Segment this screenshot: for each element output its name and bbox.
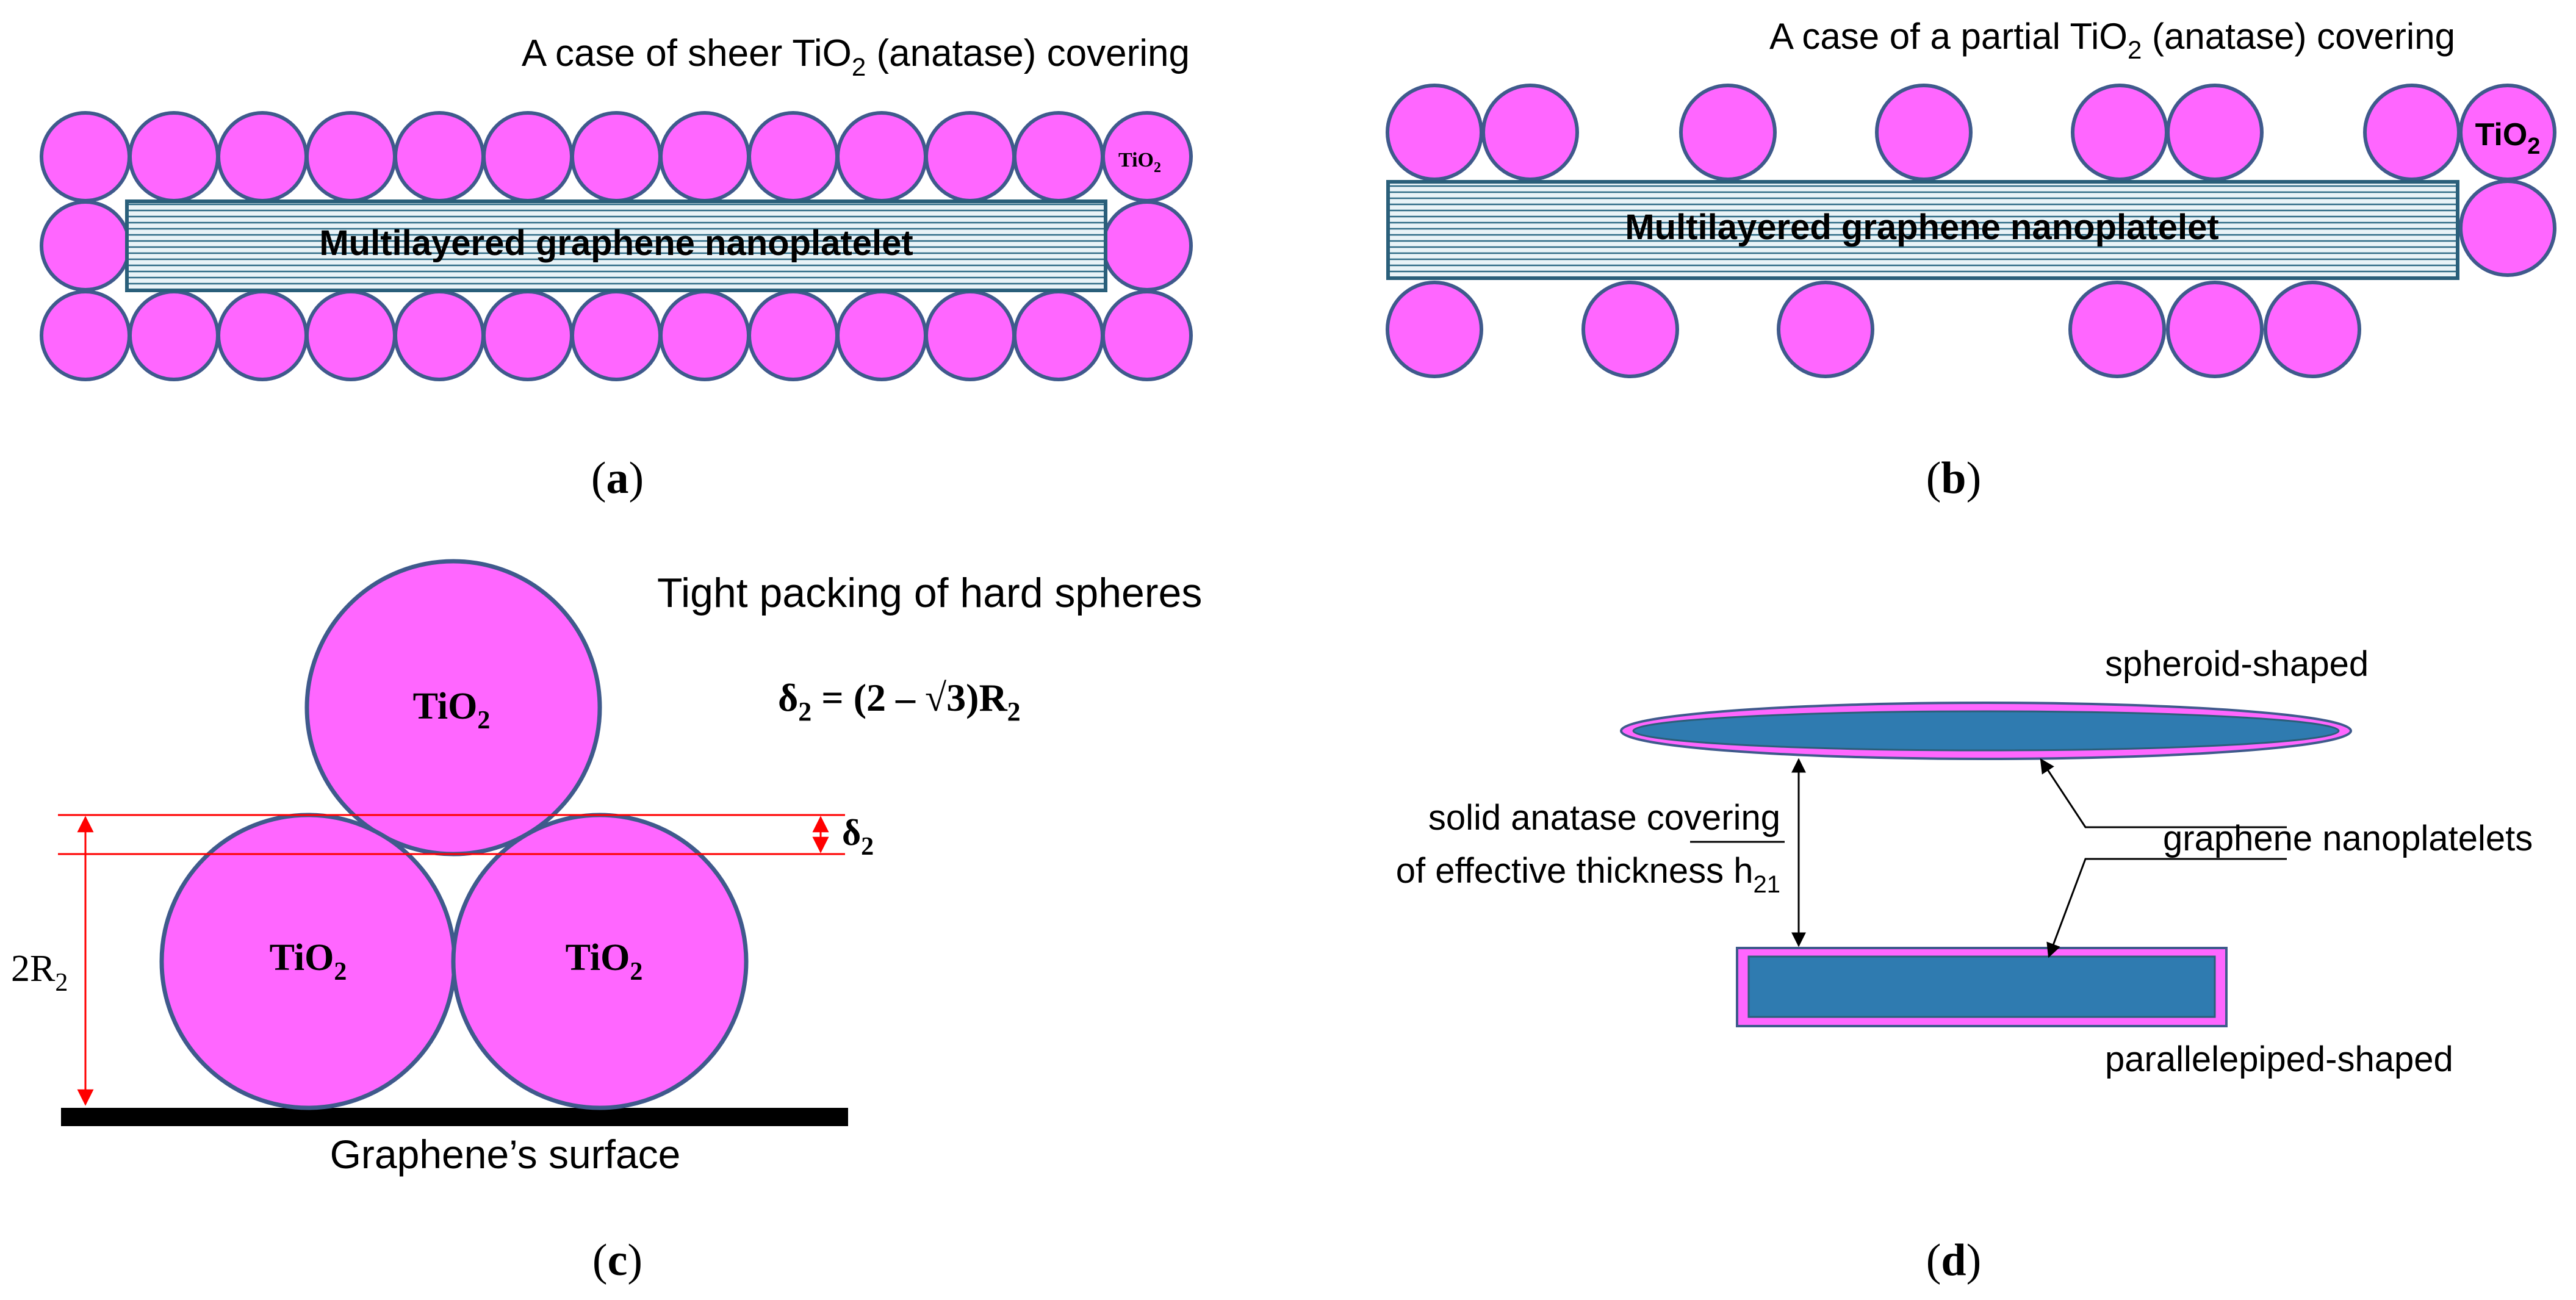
tio2-sphere (747, 111, 839, 203)
parallelepiped-label: parallelepiped-shaped (2105, 1040, 2453, 1079)
delta-label: δ2 (842, 813, 874, 861)
panel-b-top-row (1386, 84, 2556, 181)
tio2-sphere (836, 111, 927, 203)
panel-b: A case of a partial TiO2 (anatase) cover… (1386, 16, 2556, 503)
panel-b-caption: (b) (1926, 453, 1981, 503)
tio2-sphere (924, 111, 1016, 203)
tio2-sphere (40, 290, 131, 381)
panel-b-bottom-row (1386, 281, 2361, 378)
tio2-sphere (1481, 84, 1579, 181)
graphene-nanoplatelet (1386, 180, 2459, 280)
spheroid-nanoplatelet (1632, 710, 2340, 752)
tio2-label: TiO2 (2475, 117, 2541, 159)
tio2-sphere (747, 290, 839, 381)
graphene-nanoplatelet (125, 199, 1107, 292)
tio2-sphere (40, 200, 131, 292)
panel-c-title: Tight packing of hard spheres (657, 570, 1202, 616)
panel-d: spheroid-shaped solid anatase covering o… (1396, 644, 2533, 1285)
panel-c: Tight packing of hard spheres δ2 = (2 – … (11, 559, 1202, 1285)
tio2-sphere (217, 111, 308, 203)
panel-c-caption: (c) (592, 1235, 642, 1285)
tio2-sphere (2166, 84, 2264, 181)
nanoplatelets-label: graphene nanoplatelets (2163, 819, 2533, 858)
tio2-sphere (2264, 281, 2361, 378)
panel-a-caption: (a) (591, 453, 644, 503)
platelet-label: Multilayered graphene nanoplatelet (1625, 207, 2218, 247)
panel-a-title: A case of sheer TiO2 (anatase) covering (522, 32, 1190, 81)
tio2-sphere (1777, 281, 1874, 378)
panel-b-title: A case of a partial TiO2 (anatase) cover… (1769, 16, 2455, 64)
tio2-sphere (394, 290, 485, 381)
tio2-sphere (1013, 111, 1104, 203)
panel-a-top-row (40, 111, 1193, 203)
panel-a-bottom-row (40, 290, 1193, 381)
tio2-sphere (128, 111, 220, 203)
tio2-sphere (1386, 281, 1483, 378)
tio2-sphere (659, 290, 750, 381)
tio2-sphere (128, 290, 220, 381)
spheroid-label: spheroid-shaped (2105, 644, 2369, 684)
graphene-surface (61, 1108, 848, 1126)
parallelepiped-nanoplatelet (1747, 955, 2216, 1018)
tio2-label: TiO2 (270, 937, 347, 986)
tio2-sphere (2459, 179, 2556, 277)
tio2-sphere (217, 290, 308, 381)
tio2-sphere (2068, 281, 2166, 378)
tio2-sphere (2166, 281, 2264, 378)
tio2-sphere (836, 290, 927, 381)
tio2-label: TiO2 (566, 937, 643, 986)
tio2-sphere (2071, 84, 2168, 181)
tio2-sphere (924, 290, 1016, 381)
platelet-label: Multilayered graphene nanoplatelet (319, 223, 913, 263)
tio2-label: TiO2 (413, 686, 491, 734)
tio2-sphere (570, 290, 662, 381)
delta-formula: δ2 = (2 – √3)R2 (778, 676, 1021, 727)
tio2-sphere (1013, 290, 1104, 381)
tio2-sphere (570, 111, 662, 203)
tio2-sphere (394, 111, 485, 203)
tio2-sphere (1101, 200, 1193, 292)
panel-a: A case of sheer TiO2 (anatase) covering (40, 32, 1193, 503)
tio2-sphere (659, 111, 750, 203)
panel-d-caption: (d) (1926, 1235, 1981, 1285)
tio2-sphere (2363, 84, 2461, 181)
tio2-sphere (305, 111, 397, 203)
diameter-label: 2R2 (11, 948, 68, 997)
tio2-sphere (1581, 281, 1679, 378)
tio2-sphere (1101, 290, 1193, 381)
covering-label-line1: solid anatase covering (1428, 798, 1780, 838)
tio2-sphere (305, 290, 397, 381)
tio2-sphere (40, 111, 131, 203)
pointer-line (2046, 858, 2287, 958)
pointer-line (2040, 758, 2287, 828)
tio2-label: TiO2 (1118, 149, 1161, 176)
tio2-sphere (482, 290, 574, 381)
covering-label-line2: of effective thickness h21 (1396, 851, 1780, 898)
tio2-sphere (1386, 84, 1483, 181)
tio2-sphere (1679, 84, 1777, 181)
tio2-sphere (482, 111, 574, 203)
surface-label: Graphene’s surface (330, 1132, 681, 1177)
tio2-sphere (1875, 84, 1973, 181)
